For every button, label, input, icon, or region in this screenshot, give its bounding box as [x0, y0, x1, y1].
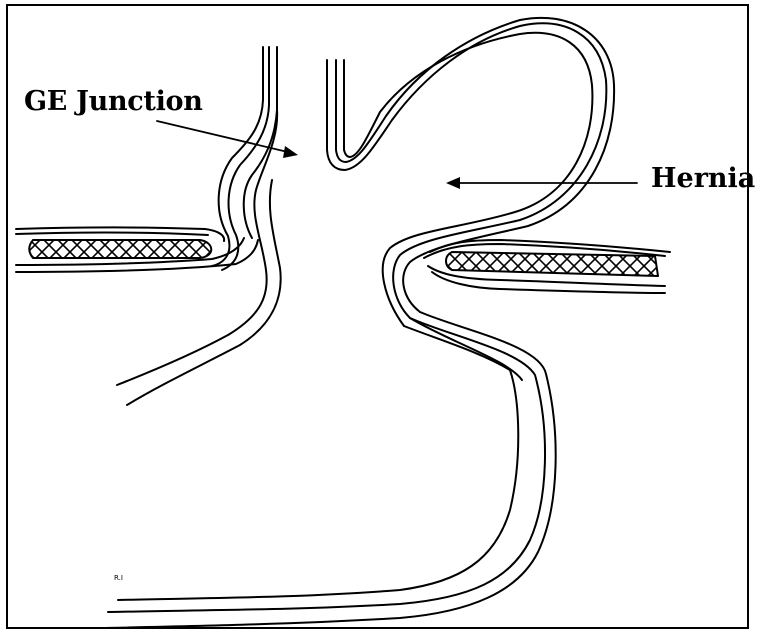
hernia-label: Hernia: [651, 163, 755, 194]
right-diaphragm: [424, 240, 670, 293]
hernia-arrow: [446, 177, 637, 189]
left-diaphragm-muscle: [29, 240, 211, 258]
right-diaphragm-muscle: [446, 252, 658, 276]
left-diaphragm: [16, 228, 258, 273]
artist-initials: R.I: [114, 574, 123, 582]
ge-junction-label: GE Junction: [24, 86, 203, 117]
